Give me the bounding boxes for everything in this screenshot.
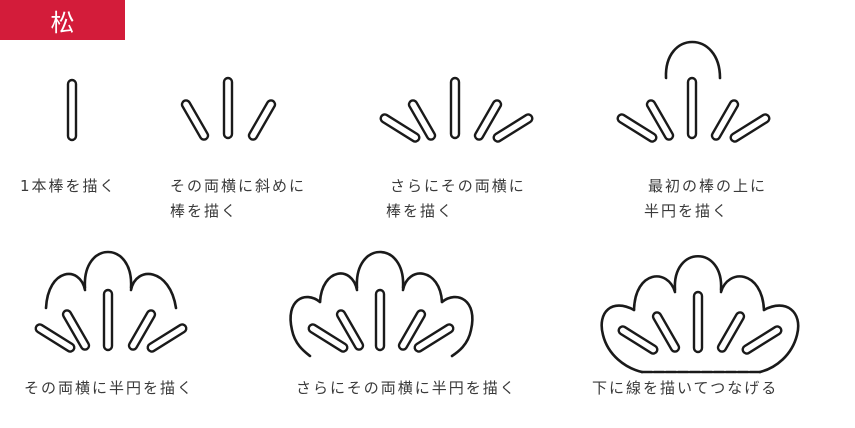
step-5-label: その両横に半円を描く: [24, 379, 195, 397]
step-3-label-line2: 棒を描く: [386, 202, 455, 220]
step-4-label-line2: 半円を描く: [644, 202, 730, 220]
step-4-label: 最初の棒の上に 半円を描く: [644, 174, 768, 224]
step-4-label-line1: 最初の棒の上に: [648, 177, 768, 195]
step-1-label: 1本棒を描く: [20, 177, 117, 195]
title-tab: 松: [0, 0, 125, 40]
step-2-label: その両横に斜めに 棒を描く: [170, 174, 306, 224]
step-7-figure: [600, 254, 800, 374]
step-5-figure: [33, 250, 189, 355]
step-4-figure: [615, 40, 772, 145]
step-2-label-line2: 棒を描く: [170, 202, 239, 220]
step-7-label: 下に線を描いてつなげる: [592, 379, 779, 397]
step-3-figure: [378, 76, 535, 145]
step-3-label: さらにその両横に 棒を描く: [386, 174, 526, 224]
step-6-figure: [289, 250, 474, 358]
step-1-figure: [66, 78, 78, 142]
step-2-label-line1: その両横に斜めに: [170, 177, 307, 195]
step-3-label-line1: さらにその両横に: [390, 177, 526, 195]
step-2-figure: [179, 76, 278, 143]
step-6-label: さらにその両横に半円を描く: [296, 379, 517, 397]
title: 松: [50, 8, 75, 37]
